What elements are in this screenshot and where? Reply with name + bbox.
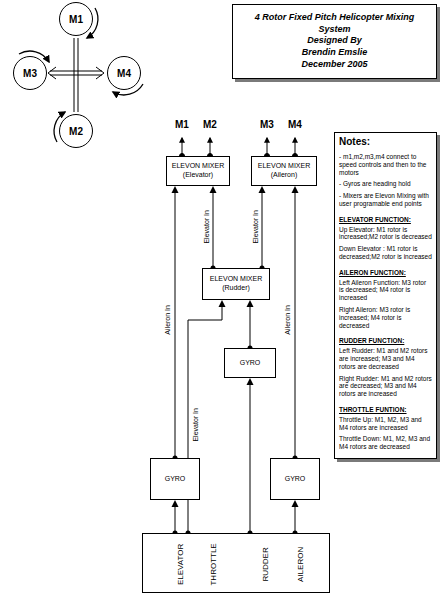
arrowhead (210, 186, 217, 193)
input-name: RUDDER (262, 547, 271, 581)
rotor-circle: M3 (13, 56, 47, 90)
note-text: Up Elevator: M1 rotor is increased;M2 ro… (339, 226, 432, 242)
title-box: 4 Rotor Fixed Pitch Helicopter Mixing Sy… (232, 4, 437, 79)
signal-label: Elevator In (202, 210, 210, 243)
signal-connector (210, 186, 217, 271)
note-text: Left Rudder: M1 and M2 rotors are increa… (339, 347, 432, 370)
rotor-name: M2 (69, 126, 83, 137)
note-text: RUDDER FUNCTION: (339, 337, 432, 345)
title-text: December 2005 (239, 59, 430, 71)
note-text: Notes: (339, 136, 432, 148)
arrowhead (292, 500, 299, 507)
box-label: GYRO (154, 475, 196, 484)
signal-connector (186, 300, 226, 536)
mixer-box: ELEVON MIXER (Aileron) (251, 156, 317, 186)
title-text: 4 Rotor Fixed Pitch Helicopter Mixing Sy… (239, 12, 430, 35)
note-text: Throttle Up: M1, M2, M3 and M4 rotors ar… (339, 416, 432, 432)
frame-arm (78, 38, 79, 112)
arrowhead (292, 186, 299, 193)
note-text: Right Aileron: M3 rotor is increased; M4… (339, 306, 432, 329)
note-text: ELEVATOR FUNCTION: (339, 216, 432, 224)
connector-line (175, 506, 176, 533)
connector-line (175, 192, 176, 458)
signal-connector (247, 378, 254, 536)
box-label: GYRO (228, 359, 272, 368)
arrowhead (172, 186, 179, 193)
rotor-circle: M2 (59, 114, 93, 148)
arrowhead (247, 300, 254, 307)
signal-connector (247, 300, 254, 351)
title-text: Designed By (239, 35, 430, 47)
note-text: Left Aileron Function: M3 rotor is decre… (339, 279, 432, 302)
signal-connector (259, 186, 266, 271)
mixer-box: ELEVON MIXER (Elevator) (166, 156, 230, 186)
rotor-circle: M4 (107, 56, 141, 90)
gyro-box: GYRO (150, 458, 200, 500)
title-text: Brendin Emslie (239, 47, 430, 59)
note-text: - Gyros are heading hold (339, 180, 432, 188)
box-label: GYRO (274, 475, 316, 484)
motor-output-label: M2 (203, 119, 217, 130)
signal-label: Elevator In (191, 408, 199, 441)
connector-line (295, 506, 296, 533)
connector-line (213, 192, 214, 268)
rotor-name: M1 (69, 14, 83, 25)
frame-arm (50, 71, 102, 72)
connector-line (250, 384, 251, 533)
frame-arrowhead (48, 67, 56, 79)
signal-label: Aileron In (164, 305, 172, 335)
note-text: THROTTLE FUNTION: (339, 406, 432, 414)
arrowhead (259, 186, 266, 193)
mixer-box: ELEVON MIXER (Rudder) (202, 268, 270, 300)
motor-output-label: M4 (288, 119, 302, 130)
arrowhead (219, 300, 226, 307)
signal-connector (172, 500, 179, 536)
connector-line (295, 192, 296, 458)
arrowhead (172, 500, 179, 507)
motor-output-label: M3 (260, 119, 274, 130)
signal-label: Aileron In (284, 305, 292, 335)
rotor-circle: M1 (59, 2, 93, 36)
connector-line (262, 192, 263, 268)
box-label: ELEVON MIXER (Elevator) (170, 162, 226, 180)
box-label: ELEVON MIXER (Aileron) (255, 162, 313, 180)
gyro-box: GYRO (224, 348, 276, 378)
frame-arm (74, 38, 75, 112)
frame-arrowhead (96, 67, 104, 79)
frame-arm (50, 75, 102, 76)
note-text: Down Elevator : M1 rotor is decreased;M2… (339, 245, 432, 261)
signal-connector (172, 186, 179, 461)
input-box: ELEVATOR THROTTLE RUDDER AILERON (142, 533, 330, 593)
connector-line (250, 306, 251, 348)
note-text: - m1,m2,m3,m4 connect to speed controls … (339, 153, 432, 176)
signal-connector (292, 500, 299, 536)
signal-label: Elevator In (251, 210, 259, 243)
gyro-box: GYRO (270, 458, 320, 500)
note-text: Right Rudder: M1 and M2 rotors are decre… (339, 375, 432, 398)
note-text: AILERON FUNCTION: (339, 269, 432, 277)
box-label: ELEVON MIXER (Rudder) (206, 275, 266, 293)
input-name: AILERON (297, 546, 306, 581)
signal-connector (292, 186, 299, 461)
rotor-name: M3 (23, 68, 37, 79)
rotor-frame (48, 38, 104, 112)
notes-box: Notes: - m1,m2,m3,m4 connect to speed con… (334, 132, 437, 459)
arrowhead (247, 378, 254, 385)
input-name: ELEVATOR (177, 543, 186, 584)
rotor-name: M4 (117, 68, 131, 79)
note-text: Throttle Down: M1, M2, M3 and M4 rotors … (339, 435, 432, 451)
note-text: - Mixers are Elevon Mixing with user pro… (339, 192, 432, 208)
input-name: THROTTLE (210, 543, 219, 585)
motor-output-label: M1 (175, 119, 189, 130)
